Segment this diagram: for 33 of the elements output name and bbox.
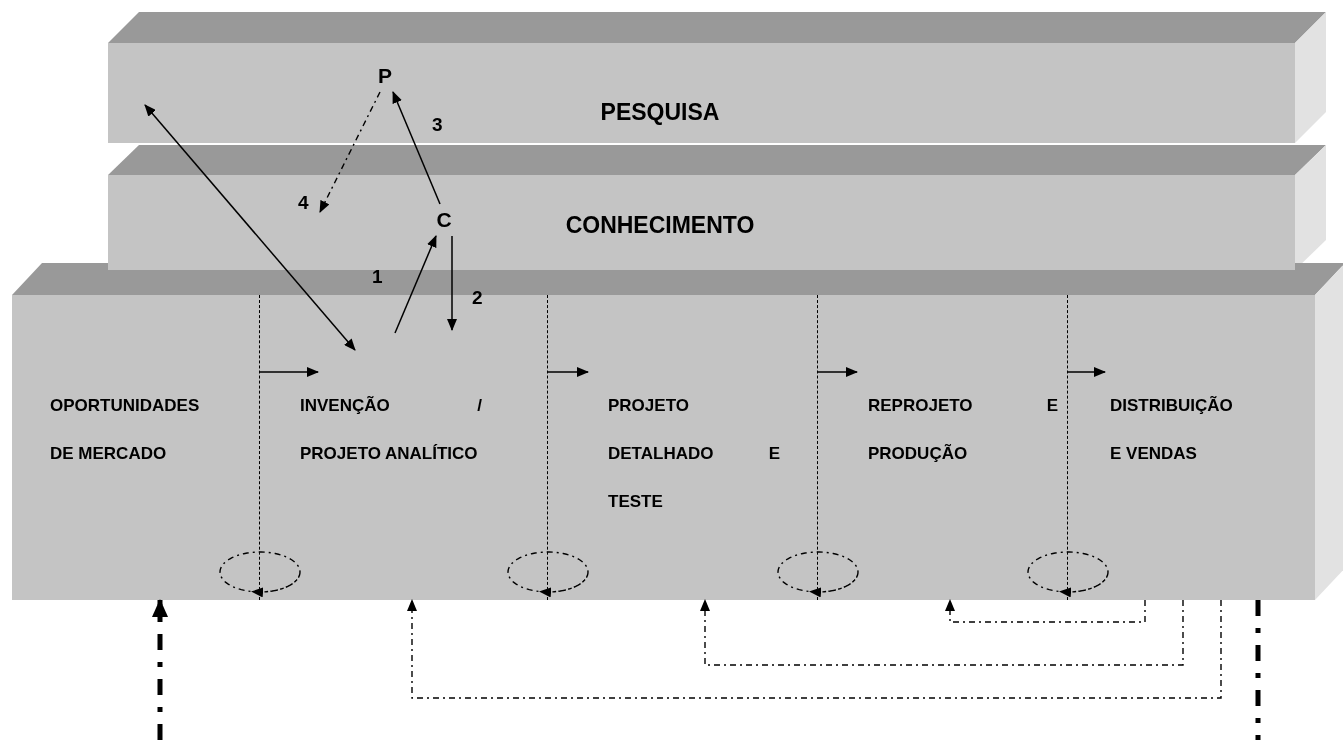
arrow [259, 367, 319, 377]
stage-label: REPROJETO E PRODUÇÃO [868, 395, 1058, 465]
node-letter: P [370, 60, 400, 92]
research-layer [108, 43, 1295, 143]
arrow [407, 599, 1222, 699]
arrow [392, 91, 441, 205]
stage-label: OPORTUNIDADES DE MERCADO [50, 395, 201, 465]
layer-title: CONHECIMENTO [565, 211, 755, 239]
arrow [547, 367, 589, 377]
arrow [447, 235, 457, 331]
stage-label: DISTRIBUIÇÃO E VENDAS [1110, 395, 1234, 465]
arrow [700, 599, 1184, 666]
node-letter: C [429, 204, 459, 236]
arrow [144, 104, 356, 351]
edge-label: 2 [472, 287, 483, 309]
arrow [777, 551, 859, 598]
arrow [1027, 551, 1109, 598]
arrow [152, 599, 168, 740]
edge-label: 3 [432, 114, 443, 136]
edge-label: 4 [298, 192, 309, 214]
arrow [507, 551, 589, 598]
stage-label: PROJETO DETALHADO E TESTE [608, 395, 780, 513]
arrow [319, 91, 381, 213]
edge-label: 1 [372, 266, 383, 288]
arrow [945, 599, 1146, 623]
knowledge-layer [108, 175, 1295, 270]
arrow [1067, 367, 1106, 377]
arrow [219, 551, 301, 598]
arrow [394, 235, 437, 334]
arrow [817, 367, 858, 377]
stage-label: INVENÇÃO / PROJETO ANALÍTICO [300, 395, 482, 465]
layer-title: PESQUISA [600, 98, 720, 126]
connector-line [1255, 600, 1261, 740]
